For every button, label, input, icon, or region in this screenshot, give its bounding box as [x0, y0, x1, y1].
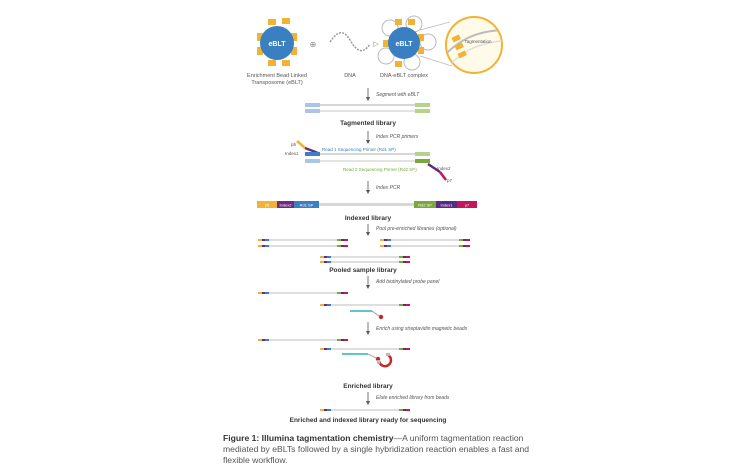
- pooled-libraries: [258, 239, 470, 263]
- final-library-label: Enriched and indexed library ready for s…: [290, 417, 447, 424]
- tagmented-library-label: Tagmented library: [340, 120, 396, 127]
- dna-eblt-complex: eBLT: [377, 15, 437, 71]
- step-pool-label: Pool pre-enriched libraries (optional): [376, 226, 457, 232]
- step-elute-label: Elute enriched library from beads: [376, 395, 450, 401]
- magnet-icon: [377, 353, 393, 368]
- p5-label: p5: [291, 142, 297, 147]
- step-index-primers-label: Index PCR primers: [376, 134, 419, 140]
- step-index-pcr-label: Index PCR: [376, 185, 401, 191]
- right-arrow-icon: ▷: [373, 41, 379, 48]
- bar-p7-label: p7: [465, 203, 470, 208]
- dna-label: DNA: [344, 73, 356, 79]
- caption-title: Figure 1: Illumina tagmentation chemistr…: [223, 433, 394, 443]
- complex-label: DNA-eBLT complex: [380, 73, 428, 79]
- dna-strand-icon: [329, 32, 371, 52]
- pooled-library-label: Pooled sample library: [329, 267, 397, 274]
- read2-primer-label: Read 2 Sequencing Primer (Rd2 SP): [343, 167, 417, 172]
- indexed-library-label: Indexed library: [345, 215, 392, 222]
- bar-rd2sp-label: Rd2 SP: [418, 203, 432, 208]
- enrichment-label-2: Transposome (eBLT): [251, 80, 303, 86]
- tagmented-fragment: [305, 103, 430, 113]
- caption-text: —A uniform tagmentation reaction mediate…: [223, 433, 530, 465]
- final-library: [320, 409, 410, 411]
- bar-index1-label: Index1: [440, 203, 453, 208]
- zoom-label: Tagmentation: [464, 39, 492, 44]
- indexed-library-bar: p5 Index2 Rd1 SP Rd2 SP Index1 p7: [257, 201, 477, 208]
- plus-icon: ⊕: [310, 40, 317, 49]
- figure-caption: Figure 1: Illumina tagmentation chemistr…: [223, 433, 553, 466]
- complex-eblt-label: eBLT: [396, 41, 414, 48]
- index2-label: Index2: [437, 166, 451, 171]
- enrichment-step: [258, 339, 410, 362]
- tagmentation-zoom: Tagmentation: [445, 16, 503, 74]
- bar-rd1sp-label: Rd1 SP: [300, 203, 314, 208]
- bar-p5-label: p5: [265, 203, 270, 208]
- enrichment-label-1: Enrichment Bead Linked: [247, 73, 307, 79]
- enriched-library-label: Enriched library: [343, 383, 393, 390]
- index1-label: Index1: [285, 151, 299, 156]
- eblt-label: eBLT: [269, 41, 287, 48]
- probe-hybridization: [258, 292, 410, 320]
- step-enrich-label: Enrich using streptavidin magnetic beads: [376, 326, 468, 332]
- p7-label: p7: [447, 178, 453, 183]
- step-segment-label: Segment with eBLT: [376, 92, 420, 98]
- eblt-bead: eBLT: [257, 18, 297, 66]
- bar-index2-label: Index2: [279, 203, 292, 208]
- primer-annealing: [296, 140, 447, 181]
- step-add-probe-label: Add biotinylated probe panel: [375, 279, 440, 285]
- read1-primer-label: Read 1 Sequencing Primer (Rd1 SP): [322, 147, 396, 152]
